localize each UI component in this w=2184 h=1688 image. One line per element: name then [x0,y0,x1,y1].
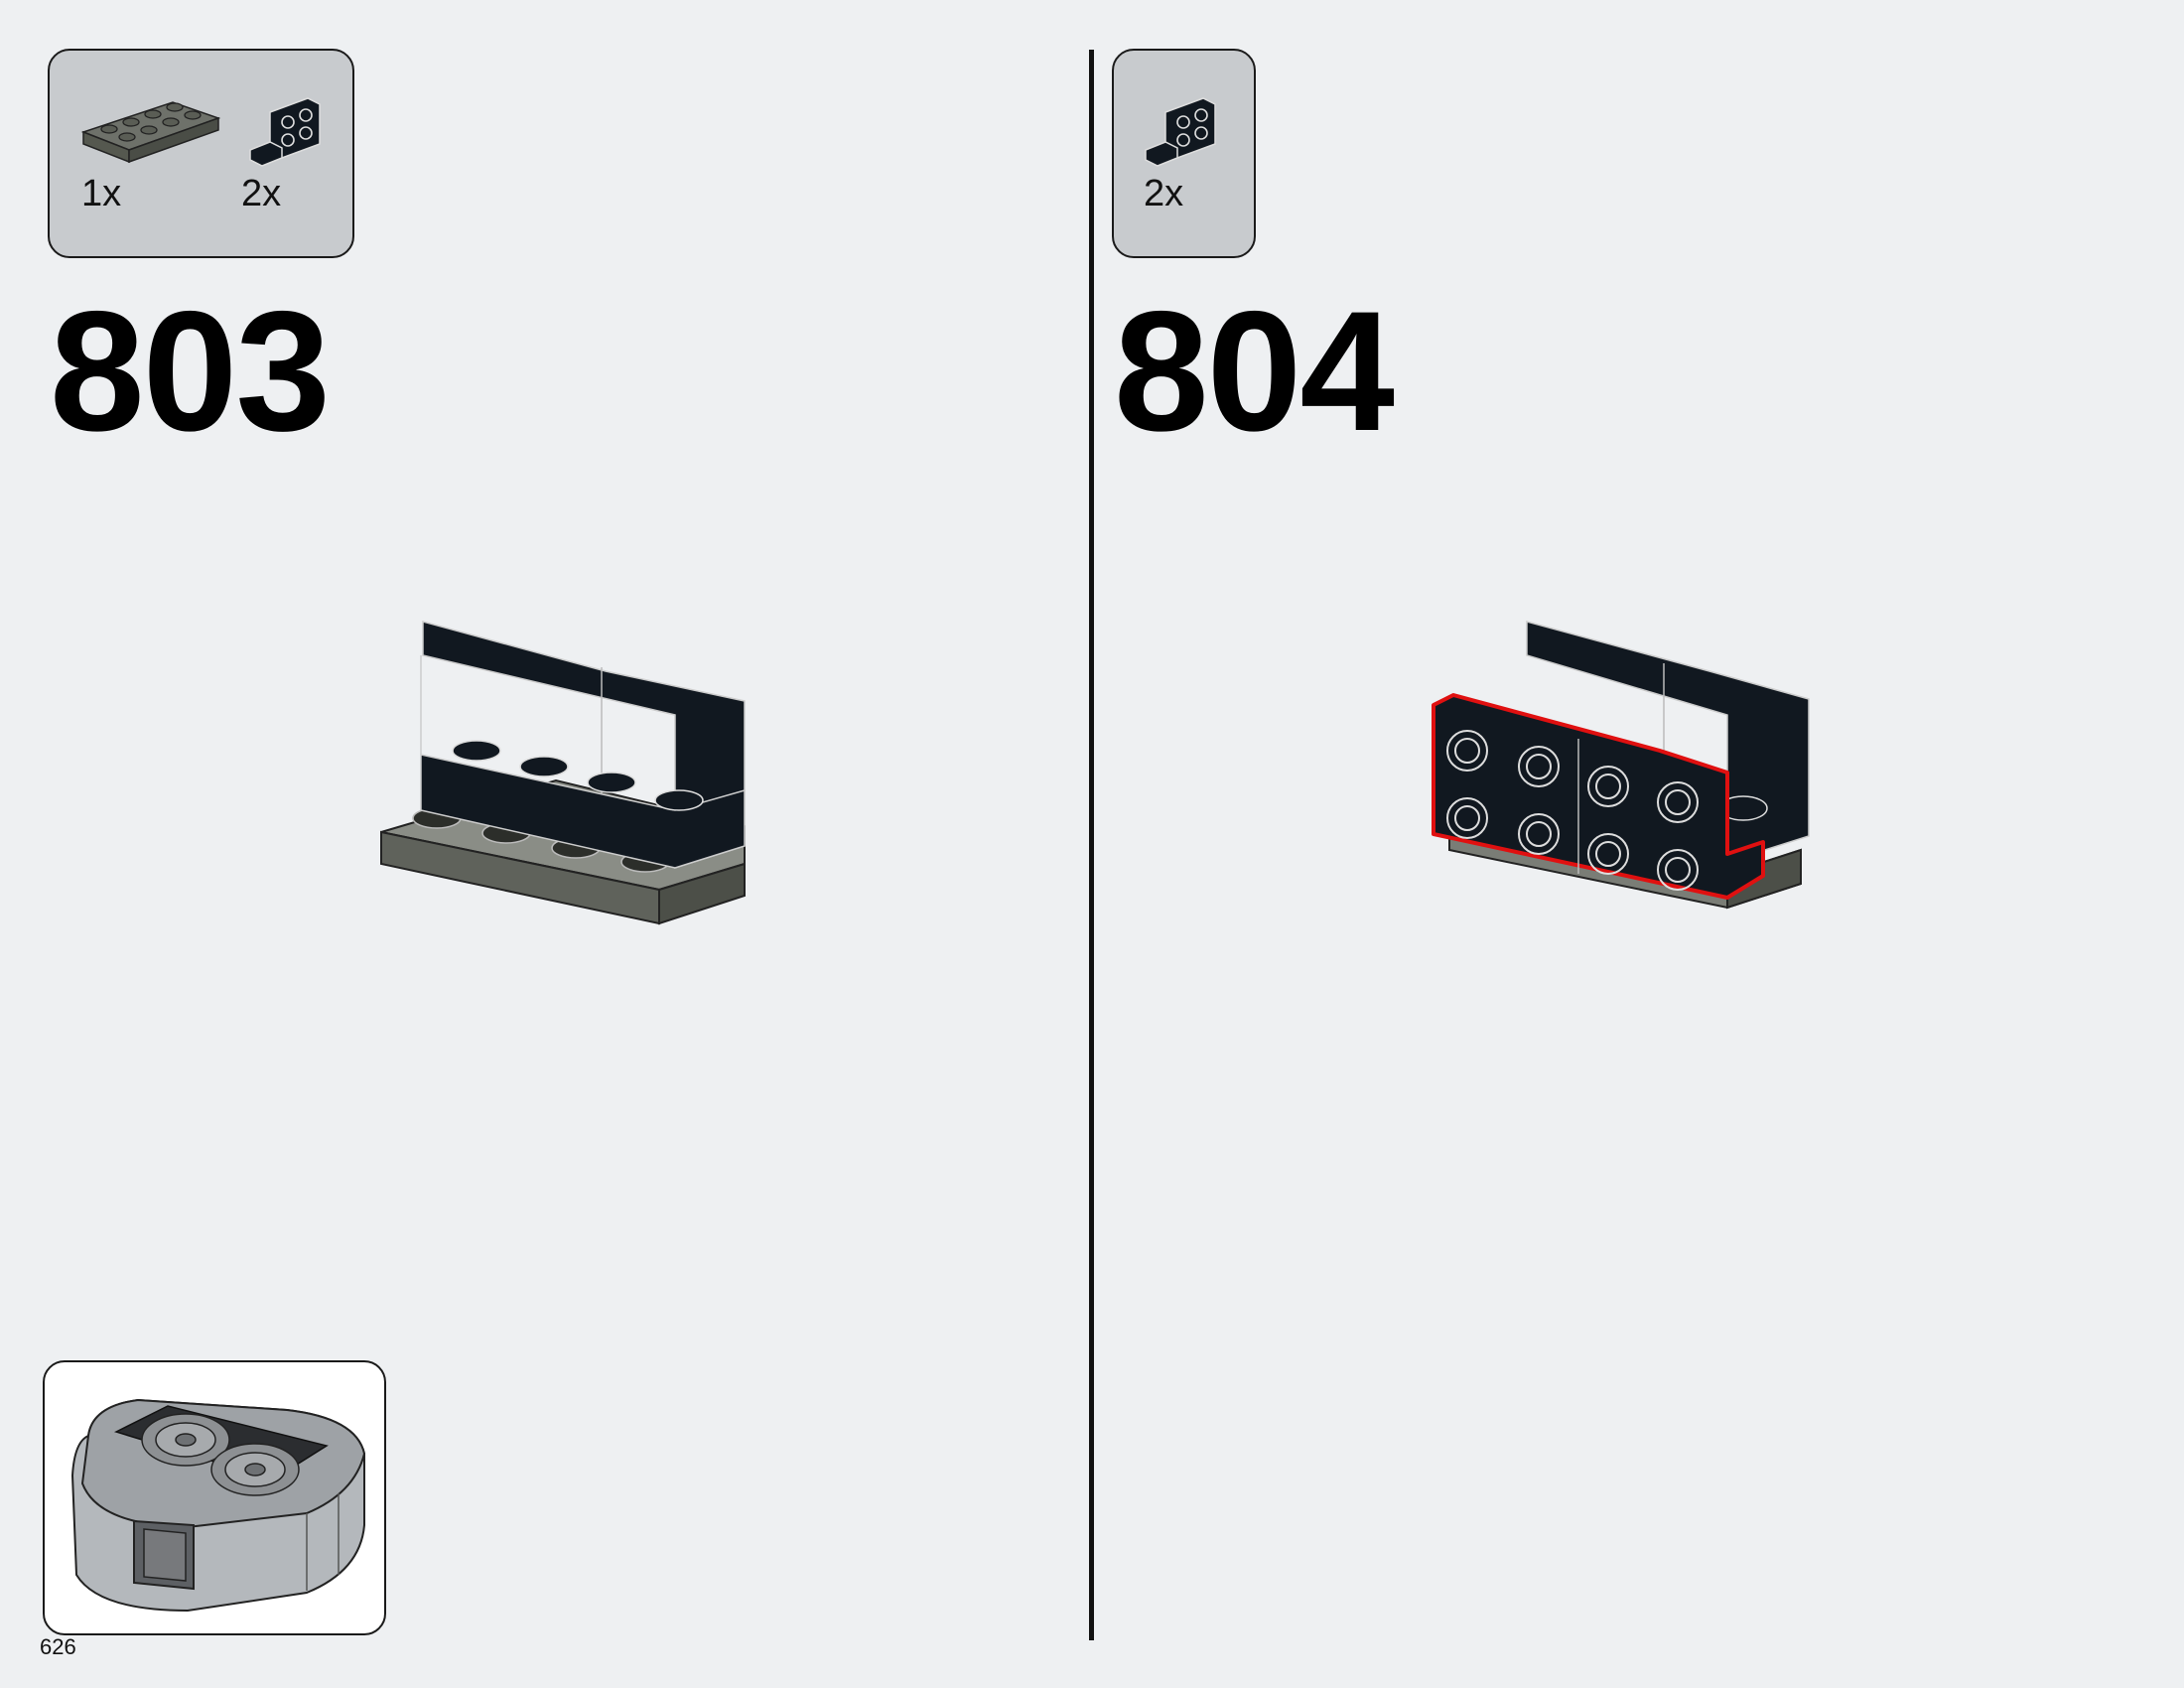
part-qty: 2x [1144,173,1184,214]
step-number: 803 [50,276,331,467]
model-step-803 [380,621,746,925]
submodel-thumbnail [70,1398,366,1613]
parts-list-step-804: 2x [1112,49,1256,258]
part-qty: 1x [81,173,122,214]
bracket-black-icon [1145,97,1216,167]
step-number: 804 [1114,276,1395,467]
page-divider [1089,50,1094,1640]
bracket-black-icon [249,97,321,167]
submodel-callout [43,1360,386,1635]
plate-2x4-gray-icon [80,101,221,164]
page-number: 626 [40,1634,76,1659]
part-qty: 2x [241,173,282,214]
model-step-804 [1432,621,1810,910]
parts-list-step-803: 1x 2x [48,49,354,258]
